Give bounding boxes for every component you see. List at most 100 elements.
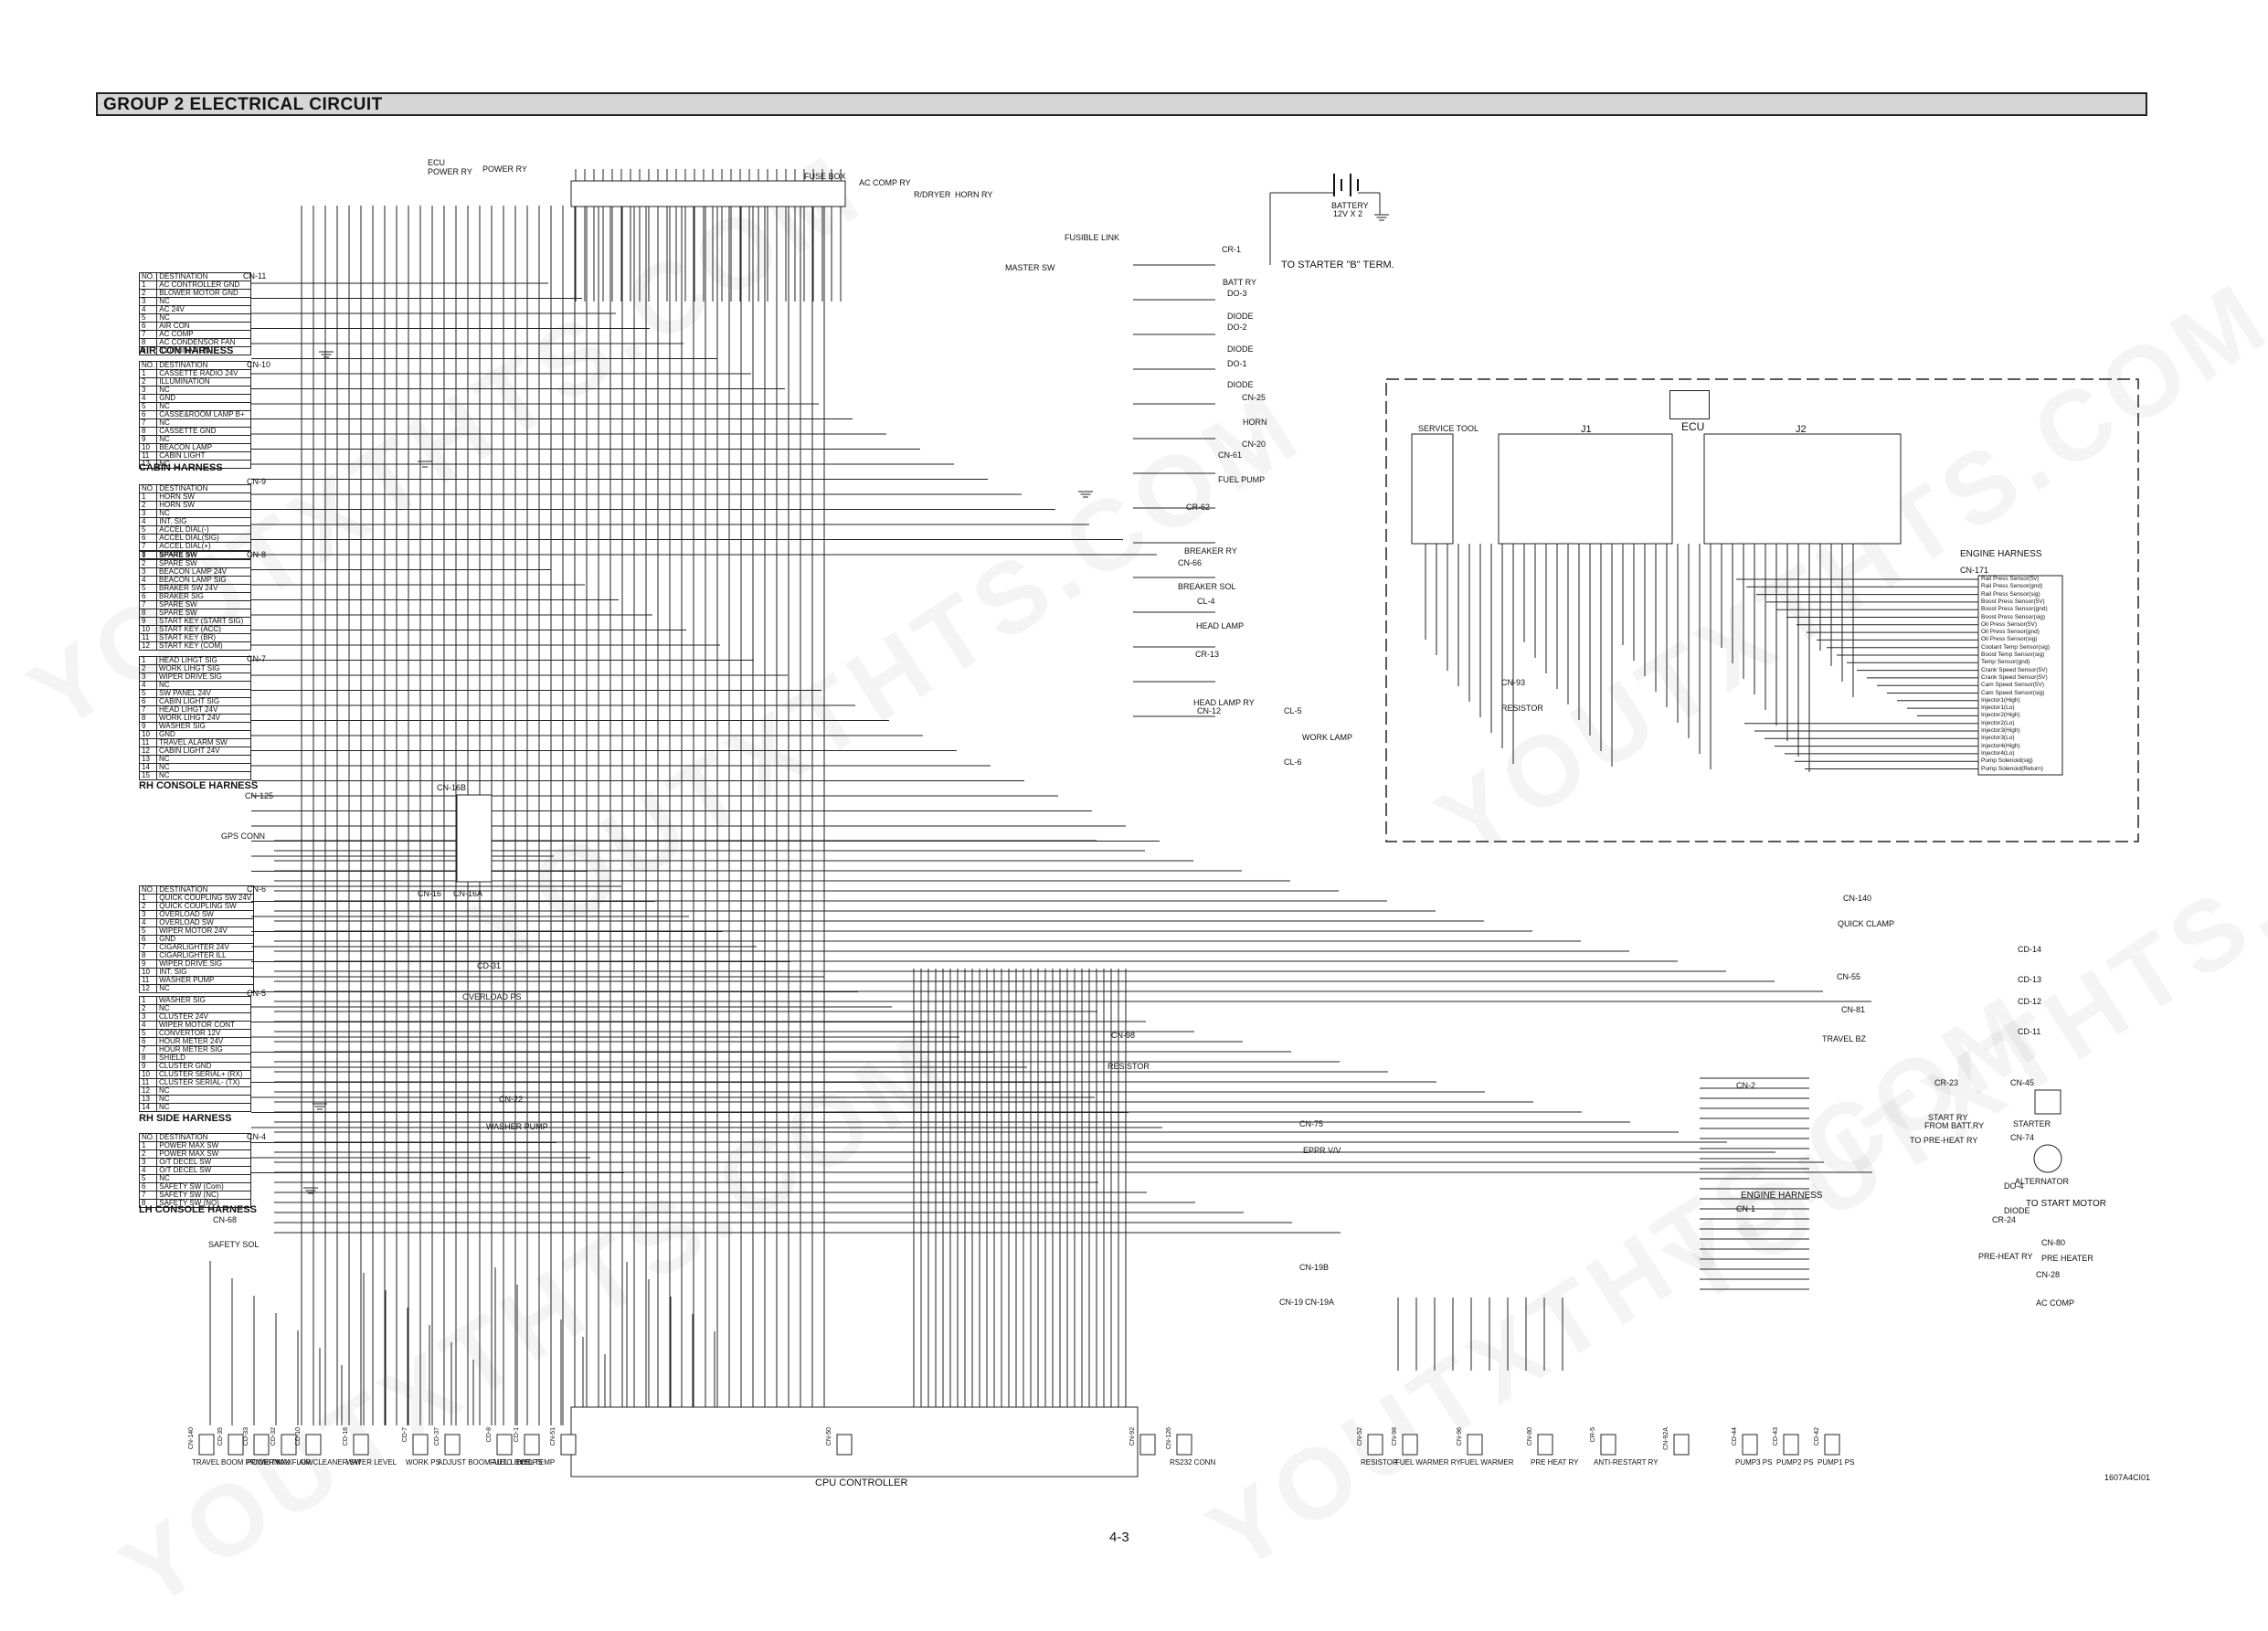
- engine-signal-item: Injector2(Lo): [1981, 719, 2015, 726]
- battery-icon: [1333, 174, 1359, 196]
- resistor-label: RESISTOR: [1361, 1458, 1398, 1467]
- switch-symbol: [1537, 1434, 1553, 1456]
- pump3-ps-label: PUMP3 PS: [1735, 1458, 1773, 1467]
- diode-label: DIODE: [1227, 380, 1254, 389]
- head-lamp-label: HEAD LAMP: [1196, 621, 1245, 630]
- pin-destination: NC: [156, 1095, 251, 1104]
- pin-number: 15: [139, 771, 157, 780]
- engine-signal-item: Rail Press Sensor(5v): [1981, 576, 2040, 582]
- cn-126-label: CN-126: [1166, 1427, 1172, 1450]
- engine-signal-item: Rail Press Sensor(gnd): [1981, 583, 2043, 590]
- engine-signal-item: Temp Sensor(gnd): [1981, 659, 2030, 666]
- pin-destination: CASSE&ROOM LAMP B+: [156, 410, 252, 419]
- pin-destination: CABIN LIGHT: [156, 451, 252, 461]
- cabin-harness-label: CABIN HARNESS: [139, 462, 223, 473]
- cd-18-label: CD-18: [343, 1427, 349, 1446]
- fusible-link-label: FUSIBLE LINK: [1065, 233, 1120, 242]
- cn74-label: CN-74: [2010, 1133, 2035, 1142]
- r-dryer-label: R/DRYER: [914, 190, 951, 199]
- engine-signal-item: Injector1(Lo): [1981, 704, 2015, 712]
- switch-symbol: [1467, 1434, 1483, 1456]
- cn-8-label: CN-8: [247, 550, 267, 559]
- cr-13-label: CR-13: [1195, 650, 1220, 659]
- ecu-label: ECU: [1681, 420, 1705, 433]
- pin-destination: NC: [156, 1086, 251, 1096]
- water-level-label: WATER LEVEL: [346, 1458, 397, 1467]
- gps-conn-label: GPS CONN: [221, 831, 266, 841]
- switch-symbol: [1673, 1434, 1690, 1456]
- engine-harness-lower-label: ENGINE HARNESS: [1741, 1191, 1823, 1201]
- fuel-warmer-label: FUEL WARMER: [1460, 1458, 1514, 1467]
- cd-8-label: CD-8: [486, 1427, 493, 1443]
- cn-66-label: CN-66: [1178, 558, 1203, 567]
- preheat-ry-label: PRE-HEAT RY: [1978, 1252, 2033, 1261]
- engine-signal-item: Injector2(High): [1981, 712, 2020, 719]
- alternator-icon: [2033, 1144, 2062, 1173]
- cr24-label: CR-24: [1992, 1215, 2017, 1224]
- diode-label: DIODE: [1227, 344, 1254, 354]
- breaker-sol-label: BREAKER SOL: [1178, 582, 1236, 591]
- cd-35-label: CD-35: [217, 1427, 224, 1446]
- travel-bz-label: TRAVEL BZ: [1822, 1034, 1867, 1043]
- cn-52-label: CN-52: [1357, 1427, 1363, 1446]
- cn-50-label: CN-50: [826, 1427, 832, 1446]
- cl-5-label: CL-5: [1284, 706, 1302, 715]
- ecu-power-ry-label: ECU POWER RY: [428, 158, 472, 176]
- pin-destination: NC: [156, 755, 251, 764]
- to-starter-label: TO STARTER "B" TERM.: [1281, 259, 1394, 270]
- cn-20-label: CN-20: [1242, 440, 1266, 449]
- cn171-label: CN-171: [1960, 566, 1989, 575]
- engine-signal-item: Crank Speed Sensor(5V): [1981, 666, 2048, 673]
- switch-symbol: [560, 1434, 577, 1456]
- starter-motor-icon: [2034, 1089, 2061, 1115]
- j1-label: J1: [1581, 424, 1592, 435]
- engine-signal-item: Pump Solenoid(sig): [1981, 757, 2033, 765]
- cn-61-label: CN-61: [1218, 450, 1243, 460]
- air-con-harness-label: AIR CON HARNESS: [139, 345, 234, 356]
- do-3-label: DO-3: [1227, 289, 1247, 298]
- cr-62-label: CR-62: [1186, 503, 1211, 512]
- cd-43-label: CD-43: [1773, 1427, 1779, 1446]
- pin-destination: ILLUMINATION: [156, 346, 252, 355]
- resistor98-label: RESISTOR: [1108, 1062, 1150, 1071]
- cn-92a-label: CN-92A: [1663, 1427, 1669, 1450]
- pin-destination: NC: [156, 1103, 251, 1112]
- cl-6-label: CL-6: [1284, 757, 1302, 767]
- pin-destination: WASHER PUMP: [156, 976, 255, 985]
- engine-signal-item: Oil Press Sensor(sig): [1981, 636, 2038, 643]
- anti-restart-ry-label: ANTI-RESTART RY: [1594, 1458, 1659, 1467]
- engine-harness-list: [1977, 575, 2063, 776]
- starter-label: STARTER: [2013, 1119, 2051, 1128]
- switch-symbol: [198, 1434, 215, 1456]
- switch-symbol: [253, 1434, 270, 1456]
- engine-signal-item: Coolant Temp Sensor(sig): [1981, 643, 2051, 651]
- cl-4-label: CL-4: [1197, 597, 1215, 606]
- cd14-label: CD-14: [2018, 945, 2042, 954]
- do4-label: DO-4: [2004, 1181, 2024, 1191]
- cn16a-label: CN-16A: [453, 889, 483, 898]
- cd-32-label: CD-32: [270, 1427, 277, 1446]
- j2-label: J2: [1796, 424, 1807, 435]
- boom-priority-label: BOOM PRIORITY: [221, 1458, 281, 1467]
- pin-destination: AC 24V: [156, 305, 252, 314]
- diode-label: DIODE: [1227, 312, 1254, 321]
- air-cleaner-sw-label: AIR CLEANER SW: [299, 1458, 362, 1467]
- cd12-label: CD-12: [2018, 997, 2042, 1006]
- pre-heater-label: PRE HEATER: [2041, 1254, 2093, 1263]
- pin-destination: CLUSTER SERIAL- (TX): [156, 1078, 251, 1087]
- cpu-controller-block: [570, 1406, 1139, 1477]
- engine-signal-item: Boost Press Sensor(5V): [1981, 598, 2045, 605]
